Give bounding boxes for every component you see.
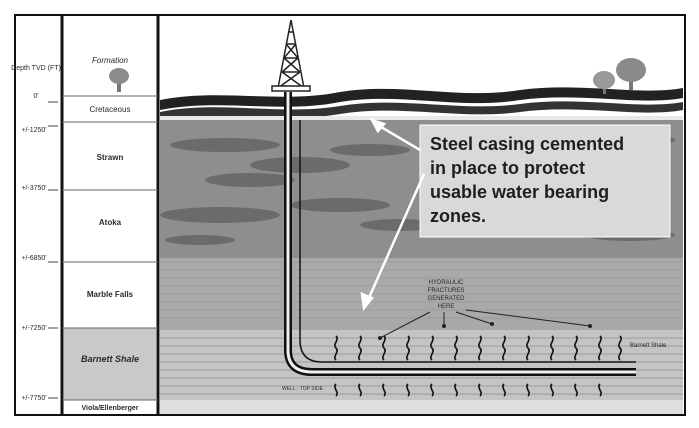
fracture-label-line-2: FRACTURES bbox=[428, 288, 465, 294]
formation-viola: Viola/Ellenberger bbox=[81, 405, 138, 412]
formation-marble-falls: Marble Falls bbox=[87, 290, 134, 299]
barnett-layer bbox=[160, 330, 683, 400]
callout-line-2: in place to protect bbox=[430, 158, 585, 178]
callout-arrows bbox=[360, 117, 426, 312]
callout-line-4: zones. bbox=[430, 206, 486, 226]
callout-line-1: Steel casing cemented bbox=[430, 134, 624, 154]
depth-mark-3: +/-6850' bbox=[21, 255, 46, 262]
formation-barnett-shale: Barnett Shale bbox=[81, 354, 139, 364]
fracture-label-line-3: GENERATED bbox=[428, 296, 466, 302]
formation-strawn: Strawn bbox=[97, 153, 124, 162]
formation-cretaceous: Cretaceous bbox=[90, 105, 131, 114]
wellbore-inner bbox=[286, 92, 636, 374]
barnett-column-shade bbox=[64, 328, 156, 400]
fracture-label-line-4: HERE bbox=[438, 304, 455, 310]
formation-row-lines bbox=[62, 95, 158, 401]
viola-layer bbox=[160, 400, 683, 414]
fracture-marks bbox=[334, 335, 622, 397]
fracture-pointer-dots bbox=[378, 322, 592, 340]
tree-icon bbox=[109, 68, 129, 92]
depth-mark-5: +/-7750' bbox=[21, 395, 46, 402]
well-bottom-label: WELL - TOP SIDE bbox=[282, 386, 324, 392]
depth-mark-2: +/-3750' bbox=[21, 185, 46, 192]
depth-mark-4: +/-7250' bbox=[21, 325, 46, 332]
drilling-rig-icon bbox=[271, 19, 311, 92]
depth-header: Depth TVD (FT) bbox=[11, 65, 61, 72]
fracture-pointer-lines bbox=[379, 309, 591, 339]
depth-ticks bbox=[48, 101, 58, 399]
formation-atoka: Atoka bbox=[99, 218, 122, 227]
barnett-side-label: Barnett Shale bbox=[630, 343, 667, 349]
callout-line-3: usable water bearing bbox=[430, 182, 609, 202]
formation-header: Formation bbox=[92, 56, 129, 65]
casing-line bbox=[299, 120, 636, 363]
depth-mark-0: 0' bbox=[33, 93, 38, 100]
aquifer-strip bbox=[160, 116, 683, 120]
fracture-label-line-1: HYDRAULIC bbox=[429, 280, 464, 286]
depth-mark-1: +/-1250' bbox=[21, 127, 46, 134]
trees-icon bbox=[593, 58, 646, 94]
